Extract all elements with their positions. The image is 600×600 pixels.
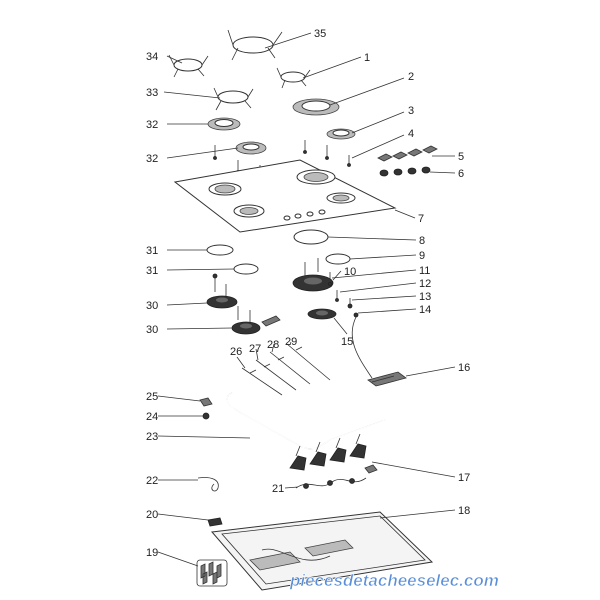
label-27: 27 [249,343,261,355]
burner-cap-medium-1 [207,117,241,131]
pan-support-small-left [168,54,209,78]
label-22: 22 [146,475,158,487]
label-5: 5 [458,151,464,163]
label-11: 11 [419,265,430,277]
pan-support-small-right [276,67,311,89]
label-12: 12 [419,278,431,290]
pan-support-medium [213,87,254,111]
ring-large [293,229,329,245]
label-32: 32 [146,119,158,131]
label-31b: 31 [146,265,158,277]
power-cable [197,477,219,492]
burner-body-medium-2 [231,306,281,335]
label-29: 29 [285,336,297,348]
ignition-module [367,371,407,387]
label-6: 6 [458,168,464,180]
ring-medium-2 [233,263,259,275]
label-32b: 32 [146,153,158,165]
label-14: 14 [419,304,431,316]
label-9: 9 [419,250,425,262]
thermocouples [241,343,331,396]
label-1: 1 [364,52,370,64]
label-7: 7 [418,213,424,225]
label-28: 28 [267,339,279,351]
glass-hob-top [173,159,397,233]
fixing-clips [196,559,228,587]
burner-body-large [292,258,334,292]
label-35: 35 [314,28,326,40]
burner-cap-medium-2 [235,141,267,155]
label-4: 4 [408,128,414,140]
knobs [377,145,438,162]
label-31: 31 [146,245,158,257]
ring-small [325,253,351,265]
label-10: 10 [344,266,356,278]
terminal-block [207,517,223,527]
label-17: 17 [458,472,470,484]
label-19: 19 [146,547,158,559]
label-20: 20 [146,509,158,521]
label-15: 15 [341,336,353,348]
label-23: 23 [146,431,158,443]
gas-rail-pipe [226,392,386,450]
ring-medium-1 [206,244,234,256]
gas-taps [289,433,378,474]
label-13: 13 [419,291,431,303]
callout-labels: 35 1 34 33 2 32 3 32 4 5 6 7 8 31 9 31 1… [146,28,470,559]
label-30b: 30 [146,324,158,336]
label-21: 21 [272,483,284,495]
knob-seals [379,166,431,177]
label-16: 16 [458,362,470,374]
label-8: 8 [419,235,425,247]
base-tray [211,511,434,591]
burner-body-small [307,308,337,320]
gas-fitting-elbow [199,397,213,407]
leader-lines [157,32,456,567]
label-18: 18 [458,505,470,517]
watermark-text: piecesdetacheeselec.com [289,571,499,590]
label-30: 30 [146,300,158,312]
gas-fitting-seal [202,412,210,420]
label-34: 34 [146,51,158,63]
label-25: 25 [146,391,158,403]
ignition-wire-harness [295,477,367,489]
label-33: 33 [146,87,158,99]
label-3: 3 [408,105,414,117]
burner-cap-small [326,128,356,140]
label-2: 2 [408,71,414,83]
label-24: 24 [146,411,158,423]
burner-cap-large [292,98,340,116]
label-26: 26 [230,346,242,358]
small-parts-right [328,272,373,379]
burner-body-medium-1 [206,273,238,309]
